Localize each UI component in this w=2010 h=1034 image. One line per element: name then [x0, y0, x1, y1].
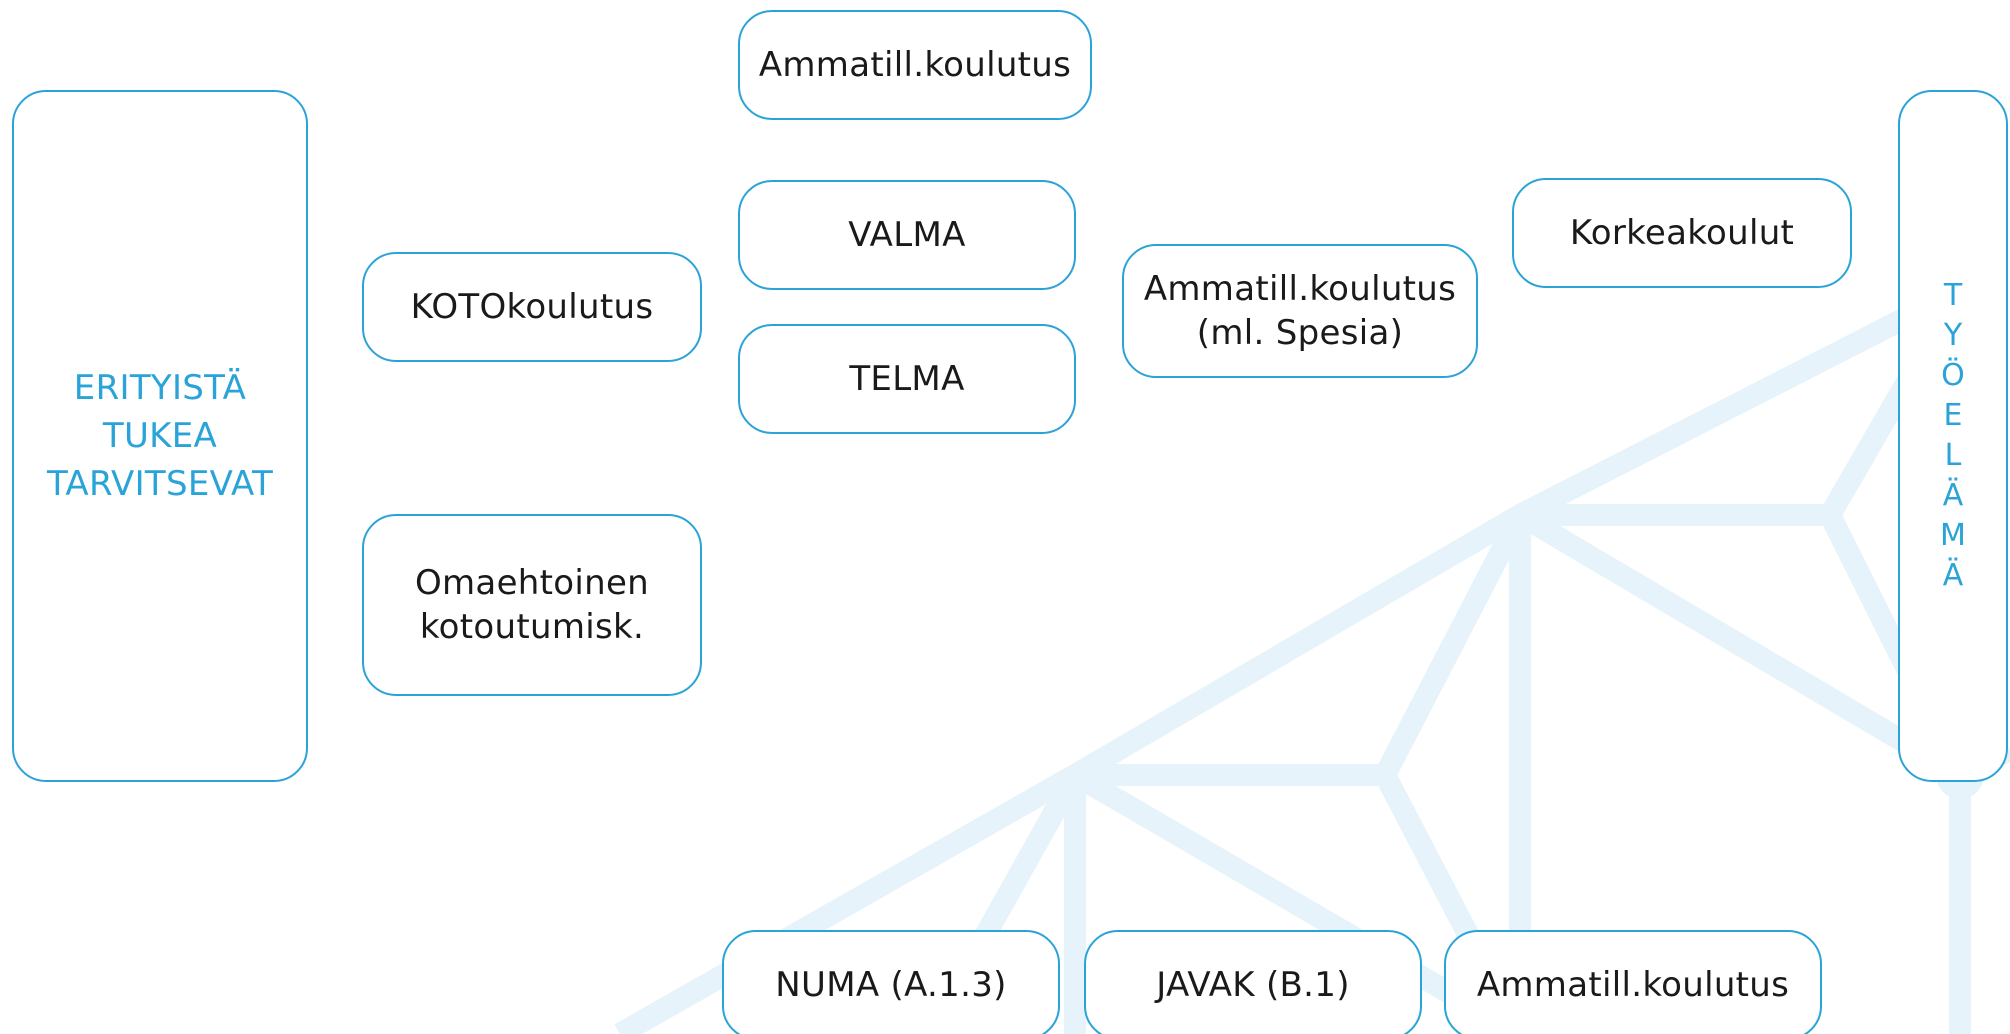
numa-box: NUMA (A.1.3) [722, 930, 1060, 1034]
omaehtoinen-box: Omaehtoinen kotoutumisk. [362, 514, 702, 696]
tyoelama-box: T Y Ö E L Ä M Ä [1898, 90, 2008, 782]
valma-box: VALMA [738, 180, 1076, 290]
ammatill-top-box: Ammatill.koulutus [738, 10, 1092, 120]
javak-box: JAVAK (B.1) [1084, 930, 1422, 1034]
telma-box: TELMA [738, 324, 1076, 434]
korkeakoulut-box: Korkeakoulut [1512, 178, 1852, 288]
ammatill-bottom-box: Ammatill.koulutus [1444, 930, 1822, 1034]
ammatill-spesia-box: Ammatill.koulutus (ml. Spesia) [1122, 244, 1478, 378]
kotokoulutus-box: KOTOkoulutus [362, 252, 702, 362]
erityista-tukea-box: ERITYISTÄ TUKEA TARVITSEVAT [12, 90, 308, 782]
